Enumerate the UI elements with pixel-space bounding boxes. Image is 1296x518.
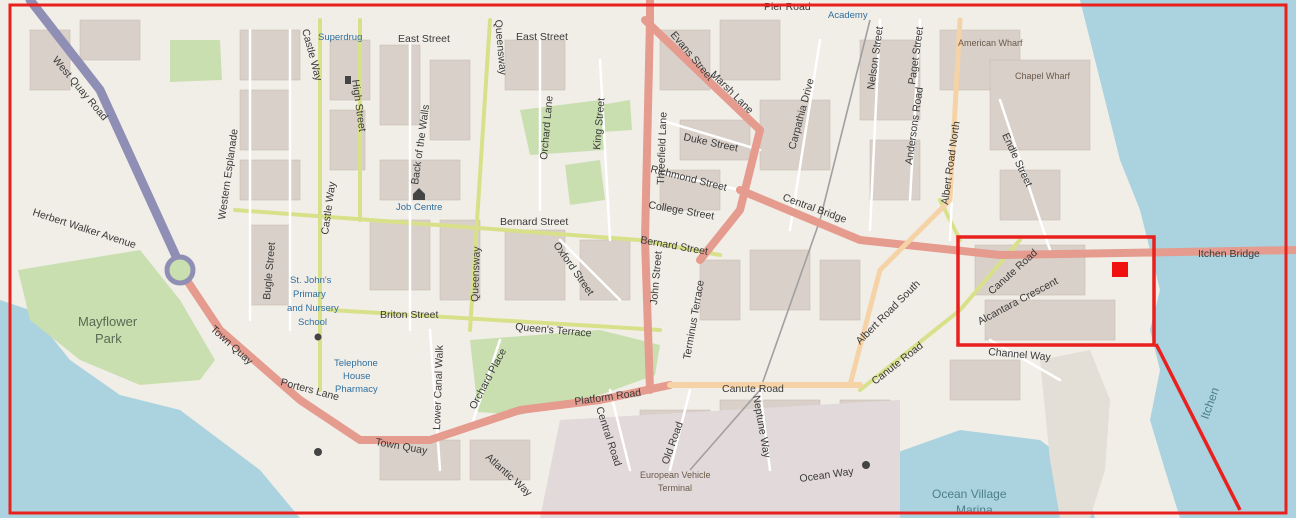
label-pier-road: Pier Road <box>764 1 811 13</box>
label-lower-canal-walk: Lower Canal Walk <box>431 344 446 430</box>
label-st-johns-2: Primary <box>293 289 326 300</box>
label-canute-road-1: Canute Road <box>722 383 784 395</box>
label-king-street: King Street <box>591 97 607 150</box>
label-superdrug: Superdrug <box>318 32 362 43</box>
label-bugle-street: Bugle Street <box>261 242 278 301</box>
poi-icons <box>314 76 870 469</box>
label-st-johns-4: School <box>298 317 327 328</box>
label-john-street: John Street <box>648 251 665 306</box>
label-mayflower-1: Mayflower <box>78 314 138 329</box>
car-icon-1 <box>314 448 322 456</box>
zoom-callout-line <box>1154 343 1242 511</box>
label-telephone-3: Pharmacy <box>335 384 378 395</box>
label-queensway-top: Queensway <box>492 19 509 76</box>
water-southampton-west <box>0 300 300 518</box>
label-channel-way: Channel Way <box>988 346 1052 363</box>
roundabout <box>164 254 196 286</box>
label-mayflower-2: Park <box>95 331 122 346</box>
park-small-1 <box>170 40 222 82</box>
label-telephone-2: House <box>343 371 370 382</box>
primary-roads <box>176 0 1296 444</box>
label-orchard-lane: Orchard Lane <box>538 95 556 160</box>
queens-park-area <box>470 330 660 415</box>
label-telephone-1: Telephone <box>334 358 378 369</box>
label-academy: Academy <box>828 10 868 21</box>
water-ocean-village-marina <box>880 430 1095 518</box>
location-marker[interactable] <box>1112 262 1128 277</box>
zoom-region-highlight[interactable] <box>956 235 1156 347</box>
label-st-johns-3: and Nursery <box>287 303 339 314</box>
car-icon-2 <box>862 461 870 469</box>
map-frame-highlight <box>8 3 1288 515</box>
shop-icon <box>345 76 351 84</box>
park-small-4 <box>600 100 632 132</box>
label-bernard-street-1: Bernard Street <box>500 216 568 228</box>
label-american-wharf: American Wharf <box>958 38 1023 48</box>
label-marina-1: Ocean Village <box>932 487 1007 501</box>
label-briton-street: Briton Street <box>380 309 438 321</box>
label-east-street-1: East Street <box>398 33 450 45</box>
label-east-street-2: East Street <box>516 31 568 43</box>
albert-road-line <box>847 17 963 388</box>
railway-line <box>689 19 871 471</box>
label-st-johns-1: St. John's <box>290 275 332 286</box>
label-evt-2: Terminal <box>658 483 692 493</box>
dock-pier <box>1040 350 1110 518</box>
label-itchen-bridge: Itchen Bridge <box>1198 248 1260 260</box>
building-blocks <box>29 19 1116 486</box>
mayflower-park-area <box>18 250 215 385</box>
label-chapel-wharf: Chapel Wharf <box>1015 71 1071 81</box>
label-marina-2: Marina <box>956 503 993 517</box>
water-river-itchen <box>1080 0 1296 518</box>
jobcentre-icon <box>413 188 425 200</box>
park-small-3 <box>565 160 605 205</box>
west-quay-road-line <box>25 0 185 270</box>
label-queensway-mid: Queensway <box>469 246 483 303</box>
school-icon <box>314 333 322 341</box>
label-threefield-lane: Threefield Lane <box>655 112 670 186</box>
vehicle-terminal-area <box>540 400 900 518</box>
label-job-centre: Job Centre <box>396 202 442 213</box>
label-evt-1: European Vehicle <box>640 470 711 480</box>
